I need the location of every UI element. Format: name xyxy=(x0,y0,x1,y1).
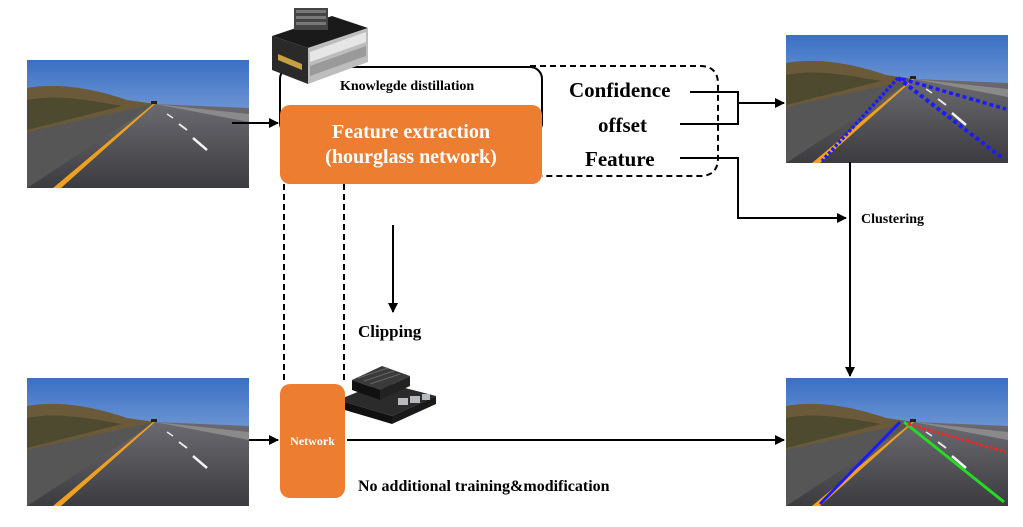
output-confidence-image xyxy=(784,33,1010,165)
confidence-line xyxy=(680,91,739,125)
network-label: Network xyxy=(290,433,335,448)
network-box: Network xyxy=(280,384,345,498)
no-additional-training-label: No additional training&modification xyxy=(358,478,610,495)
feature-label: Feature xyxy=(585,147,655,171)
feature-extraction-subtitle: (hourglass network) xyxy=(325,145,497,168)
gpu-card-icon xyxy=(272,8,368,84)
output-lanes-image xyxy=(784,376,1010,508)
clustering-label: Clustering xyxy=(861,212,924,227)
feature-extraction-box: Feature extraction (hourglass network) xyxy=(280,105,542,184)
jetson-board-icon xyxy=(338,366,436,424)
feature-extraction-title: Feature extraction xyxy=(332,120,490,143)
clipping-label: Clipping xyxy=(358,322,422,341)
outputs-dashed-border xyxy=(530,65,719,177)
input-road-image-bottom xyxy=(25,376,251,508)
knowledge-distillation-label: Knowlegde distillation xyxy=(340,79,475,94)
feature-line xyxy=(680,157,847,223)
offset-label: offset xyxy=(598,113,647,137)
confidence-label: Confidence xyxy=(569,78,671,102)
input-road-image-top xyxy=(25,58,251,190)
